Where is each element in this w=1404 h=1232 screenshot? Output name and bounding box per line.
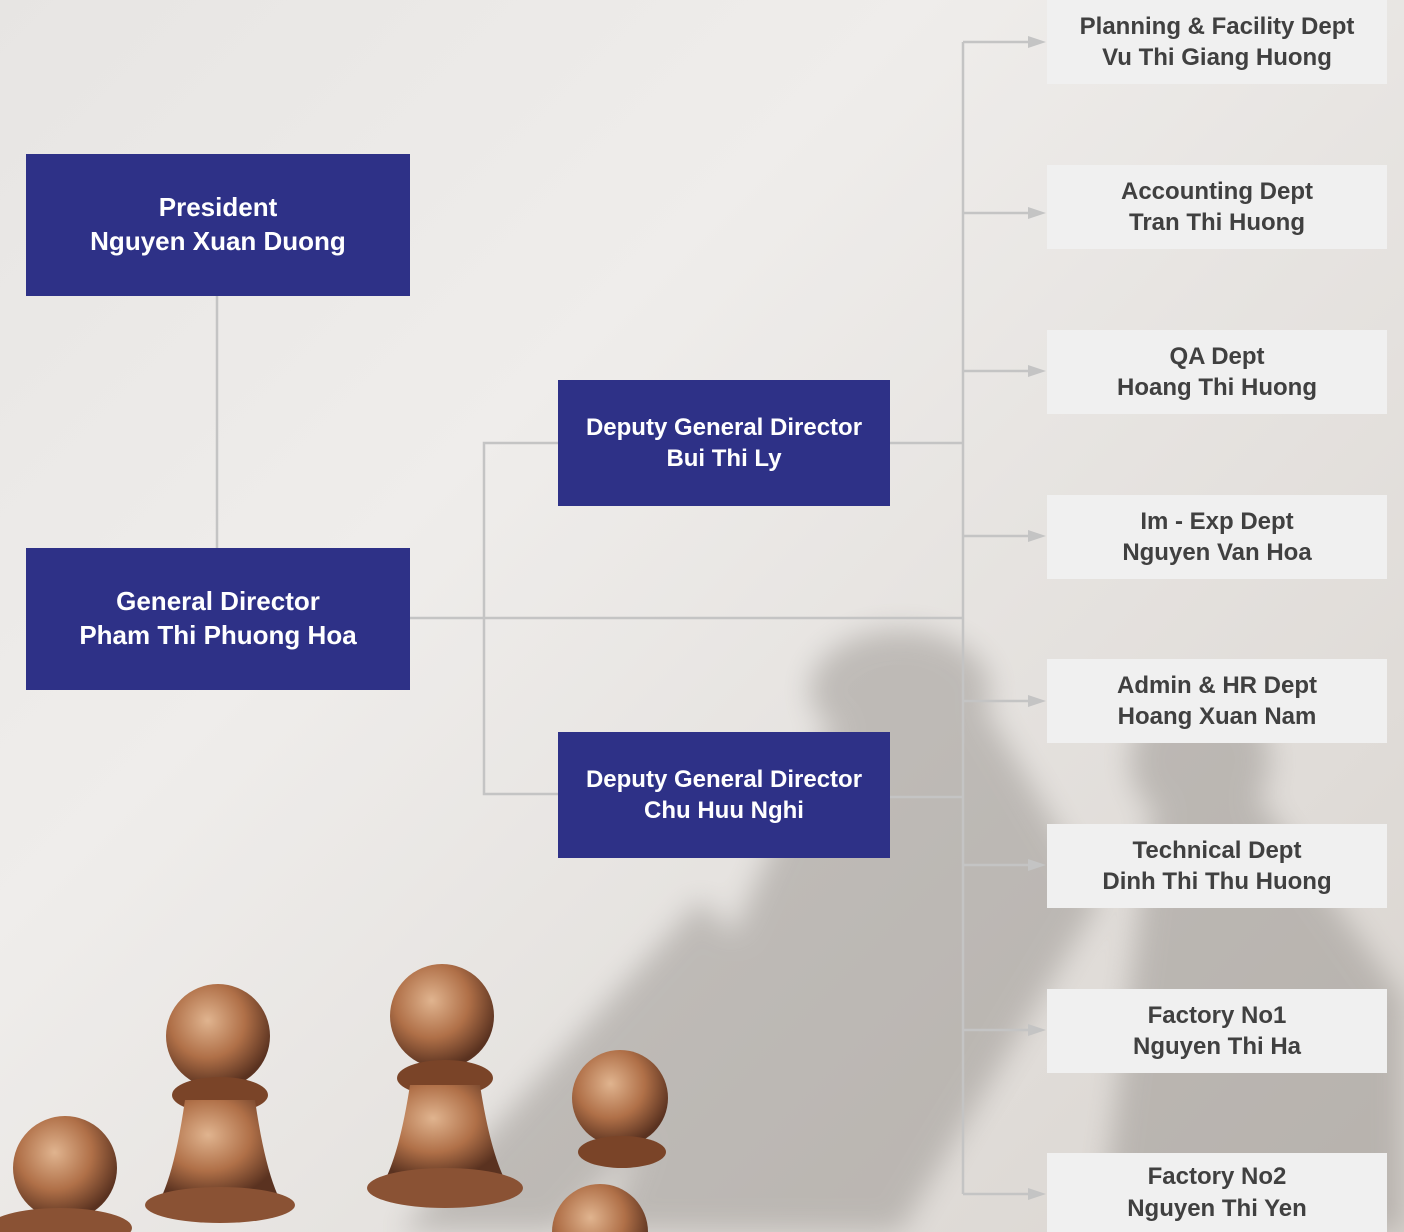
dept-box-qa: QA Dept Hoang Thi Huong (1047, 330, 1387, 414)
dept-head-name: Nguyen Thi Yen (1127, 1194, 1307, 1222)
dept-box-factory-2: Factory No2 Nguyen Thi Yen (1047, 1153, 1387, 1232)
dept-title: Im - Exp Dept (1140, 507, 1294, 535)
dept-head-name: Hoang Xuan Nam (1117, 703, 1317, 730)
deputy-director-title: Deputy General Director (585, 413, 863, 441)
arrowhead-dept-6 (1028, 859, 1046, 871)
dept-head-name: Nguyen Thi Ha (1132, 1033, 1301, 1060)
dept-head-name: Tran Thi Huong (1129, 209, 1305, 236)
pawn-pieces (0, 964, 668, 1232)
dept-title: QA Dept (1169, 342, 1265, 370)
arrowhead-dept-7 (1028, 1024, 1046, 1036)
dept-box-technical: Technical Dept Dinh Thi Thu Huong (1047, 824, 1387, 908)
dept-head-name: Vu Thi Giang Huong (1102, 44, 1332, 71)
dept-box-admin-hr: Admin & HR Dept Hoang Xuan Nam (1047, 659, 1387, 743)
arrowhead-dept-3 (1028, 365, 1046, 377)
dept-head-name: Nguyen Van Hoa (1122, 539, 1312, 566)
dept-box-planning-facility: Planning & Facility Dept Vu Thi Giang Hu… (1047, 0, 1387, 84)
general-director-name: Pham Thi Phuong Hoa (79, 620, 357, 650)
dept-title: Planning & Facility Dept (1079, 12, 1355, 40)
connector-deputy-bracket (482, 441, 558, 796)
deputy-director-title: Deputy General Director (585, 765, 863, 793)
arrowhead-dept-2 (1028, 207, 1046, 219)
deputy-director-box-2: Deputy General Director Chu Huu Nghi (558, 732, 890, 858)
general-director-box: General Director Pham Thi Phuong Hoa (26, 548, 410, 690)
dept-title: Admin & HR Dept (1117, 671, 1317, 699)
dept-box-accounting: Accounting Dept Tran Thi Huong (1047, 165, 1387, 249)
arrowhead-dept-5 (1028, 695, 1046, 707)
pawn-2 (145, 984, 295, 1223)
president-name: Nguyen Xuan Duong (90, 226, 346, 256)
dept-title: Factory No2 (1147, 1163, 1287, 1191)
dept-title: Factory No1 (1147, 1001, 1287, 1029)
dept-box-factory-1: Factory No1 Nguyen Thi Ha (1047, 989, 1387, 1073)
general-director-title: General Director (116, 586, 320, 617)
dept-head-name: Dinh Thi Thu Huong (1102, 868, 1332, 895)
pawn-4 (552, 1050, 668, 1232)
dept-title: Accounting Dept (1121, 177, 1313, 205)
pawn-1 (0, 1116, 132, 1232)
arrowhead-dept-4 (1028, 530, 1046, 542)
deputy-director-box-1: Deputy General Director Bui Thi Ly (558, 380, 890, 506)
arrowhead-dept-1 (1028, 36, 1046, 48)
president-box: President Nguyen Xuan Duong (26, 154, 410, 296)
president-title: President (158, 192, 278, 223)
deputy-director-name: Bui Thi Ly (666, 445, 782, 472)
dept-box-im-exp: Im - Exp Dept Nguyen Van Hoa (1047, 495, 1387, 579)
dept-head-name: Hoang Thi Huong (1117, 374, 1317, 401)
pawn-3 (367, 964, 523, 1208)
arrowhead-dept-8 (1028, 1188, 1046, 1200)
dept-title: Technical Dept (1132, 836, 1302, 864)
deputy-director-name: Chu Huu Nghi (644, 797, 804, 824)
